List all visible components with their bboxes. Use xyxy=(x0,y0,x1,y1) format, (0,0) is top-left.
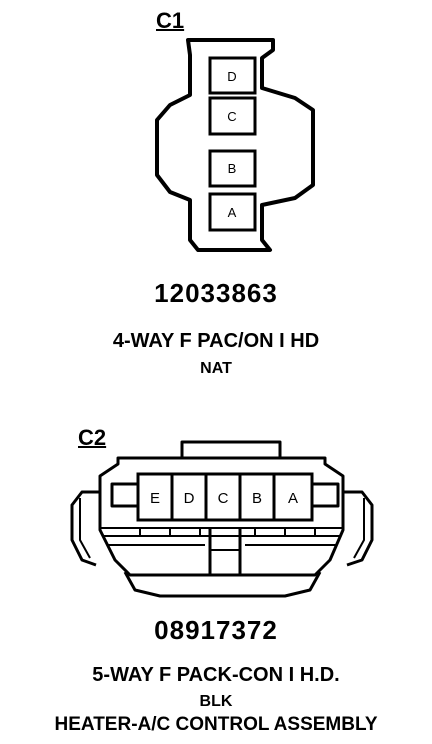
pin-d-label: D xyxy=(184,490,195,507)
connector-c2-pin-d: D xyxy=(170,472,208,522)
connector-c1-pin-c: C xyxy=(208,96,257,136)
connector-c1-description: 4-WAY F PAC/ON I HD xyxy=(112,330,320,352)
pin-c-label: C xyxy=(218,490,229,507)
pin-a-label: A xyxy=(288,490,298,507)
connector-c2-pin-e: E xyxy=(136,472,174,522)
connector-c1-pin-a: A xyxy=(208,192,257,232)
component-title: HEATER-A/C CONTROL ASSEMBLY xyxy=(54,714,378,735)
pin-b-label: B xyxy=(228,161,237,176)
connector-c2-label: C2 xyxy=(78,425,107,450)
connector-c1-pin-d: D xyxy=(208,56,257,95)
connector-c2-pin-b: B xyxy=(238,472,276,522)
connector-c1-housing xyxy=(155,38,315,252)
connector-c1-color: NAT xyxy=(200,360,232,377)
connector-c1-label: C1 xyxy=(156,8,185,33)
connector-c2-description: 5-WAY F PACK-CON I H.D. xyxy=(92,664,340,686)
pin-e-label: E xyxy=(150,490,160,507)
connector-c2-housing xyxy=(70,440,374,598)
connector-c2-pin-c: C xyxy=(204,472,242,522)
connector-c2-pin-a: A xyxy=(272,472,314,522)
connector-c2-part-number: 08917372 xyxy=(154,615,278,645)
pin-c-label: C xyxy=(227,109,236,124)
pin-b-label: B xyxy=(252,490,262,507)
pin-a-label: A xyxy=(228,205,237,220)
pin-d-label: D xyxy=(227,69,236,84)
connector-c1-part-number: 12033863 xyxy=(154,278,278,308)
connector-c1-pin-b: B xyxy=(208,149,257,188)
connector-c2-color: BLK xyxy=(199,693,233,710)
